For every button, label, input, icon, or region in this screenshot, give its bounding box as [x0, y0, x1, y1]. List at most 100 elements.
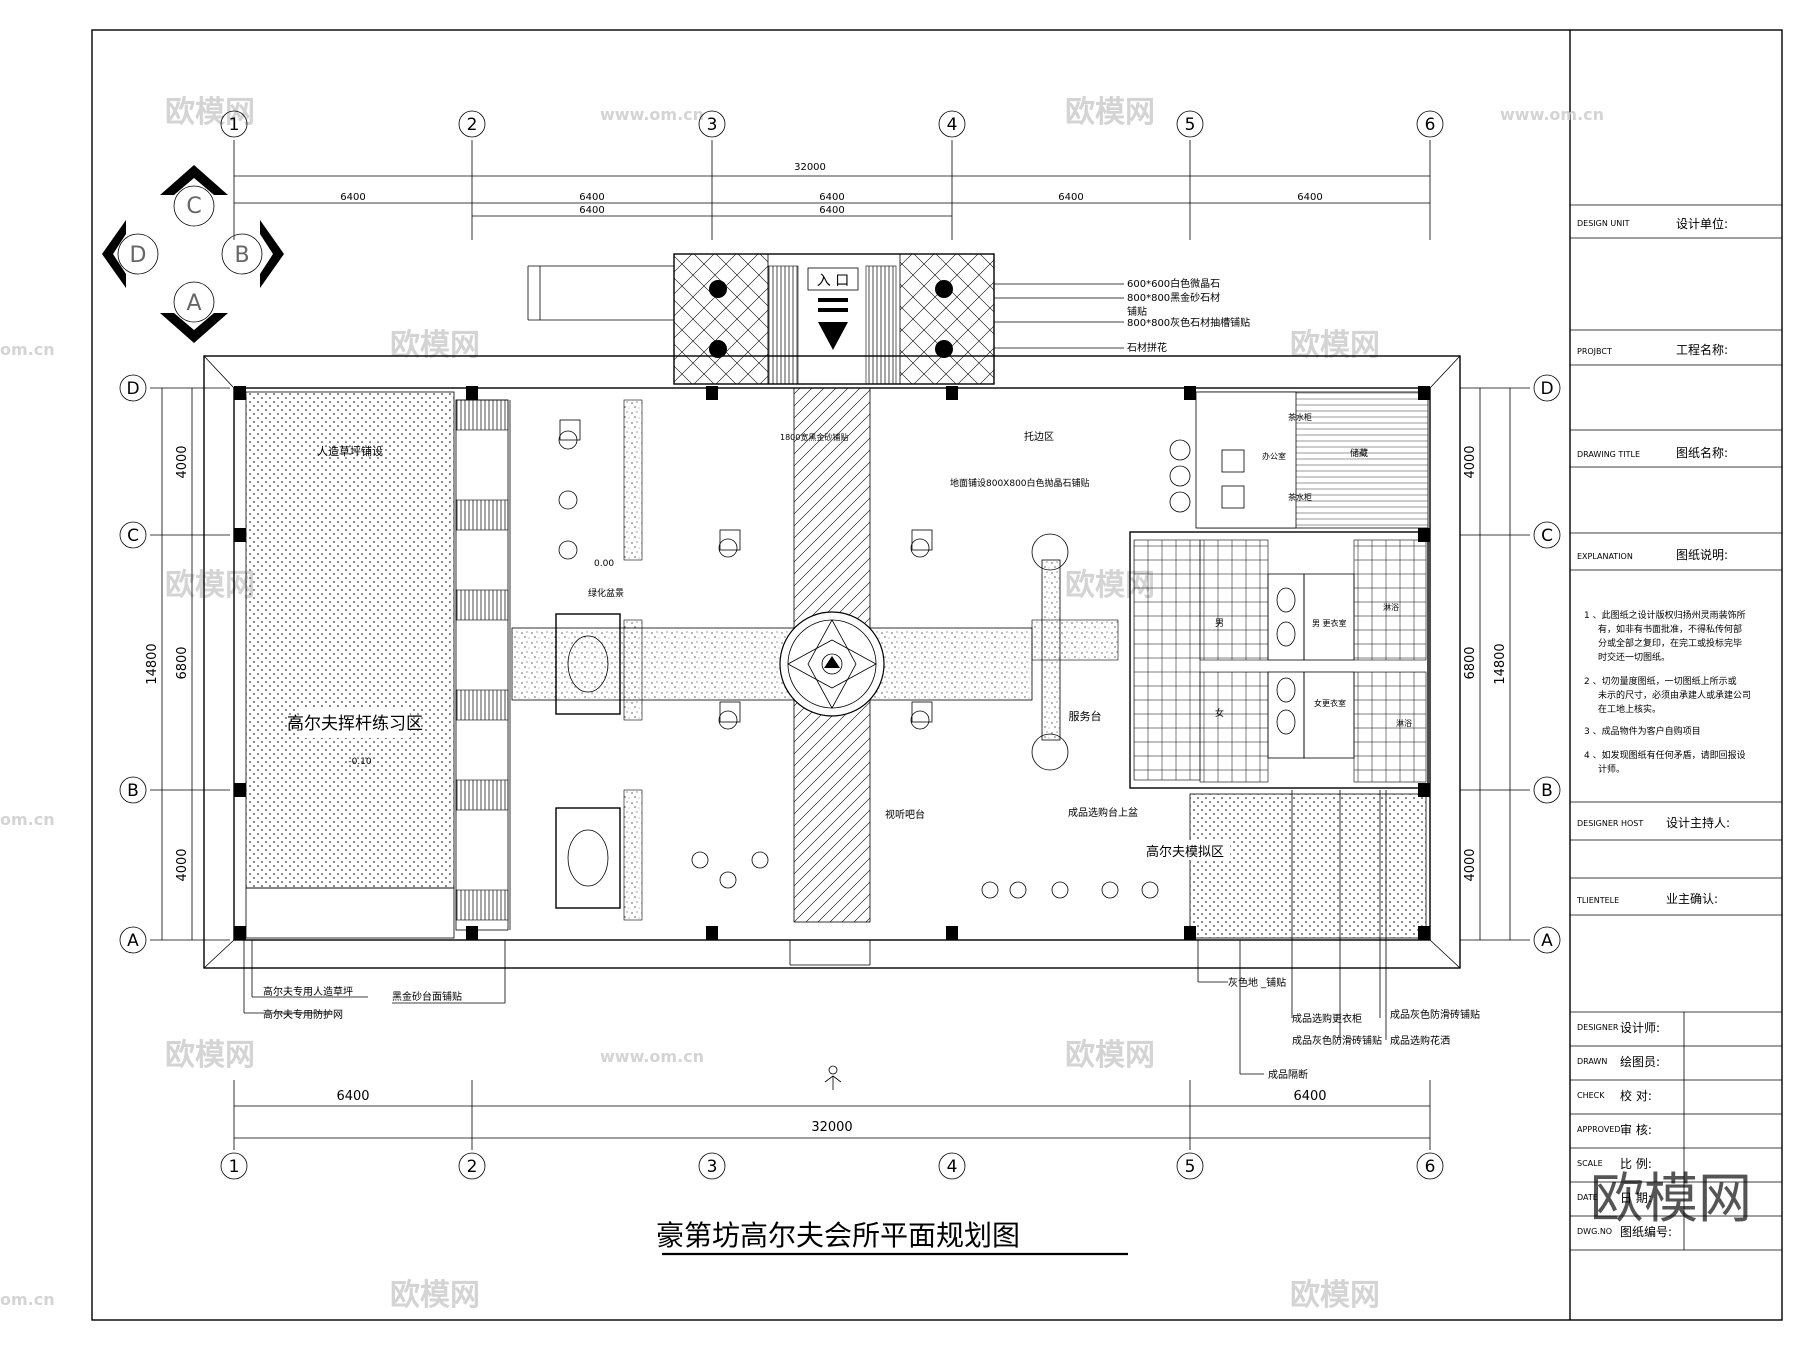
callout-text: 成品灰色防滑砖铺贴 — [1390, 1008, 1480, 1021]
logo-text: 欧模网 — [1590, 1167, 1752, 1230]
compass-label: A — [186, 291, 201, 316]
bottom-dimensions: 6400 6400 32000 — [233, 1080, 1431, 1150]
grid-bubble: 4 — [947, 115, 958, 135]
grid-bubble: 6 — [1425, 1157, 1436, 1177]
arrow-down-icon — [818, 322, 848, 350]
women-label: 女 — [1215, 707, 1224, 719]
simulator-zone: 高尔夫模拟区 — [1140, 793, 1427, 939]
callout-text: 600*600白色微晶石 — [1127, 277, 1220, 290]
dim-total-bottom: 32000 — [811, 1120, 852, 1135]
dim-span: 6400 — [819, 205, 844, 216]
tb-en: TLIENTELE — [1576, 896, 1619, 905]
floor-note: 地面铺设800X800白色抛晶石铺贴 — [950, 477, 1090, 489]
signoff-rows: DESIGNER 设计师: DRAWN 绘图员: CHECK 校 对: APPR… — [1570, 1012, 1782, 1251]
dim-span: 6400 — [336, 1089, 369, 1104]
dim-span: 6400 — [819, 192, 844, 203]
watermark-text: 欧模网 — [1290, 328, 1380, 363]
watermark-text: www.om.cn — [1500, 105, 1604, 124]
dim-span: 6400 — [1297, 192, 1322, 203]
level-label: -0.10 — [348, 757, 372, 767]
watermark-text: 欧模网 — [390, 328, 480, 363]
tb-en: CHECK — [1577, 1091, 1605, 1100]
tb-cn: 设计单位: — [1676, 216, 1728, 231]
callout-text: 高尔夫专用防护网 — [263, 1008, 343, 1021]
grid-bubble: 2 — [467, 1157, 478, 1177]
dim-span: 6800 — [175, 646, 190, 679]
dim-span: 6400 — [579, 192, 604, 203]
callout-text: 成品选购花洒 — [1390, 1034, 1450, 1047]
grid-bubble: 6 — [1425, 115, 1436, 135]
tb-cn: 比 例: — [1620, 1157, 1652, 1171]
right-grid-bubbles: D C B A — [1533, 374, 1561, 954]
top-grid-bubbles: 1 2 3 4 5 6 — [220, 110, 1444, 138]
tb-cn: 设计师: — [1620, 1021, 1660, 1035]
main-door-south — [789, 940, 871, 966]
note-line: 4 、如发现图纸有任何矛盾，请即回报设 — [1584, 749, 1746, 761]
watermark-text: om.cn — [0, 1290, 55, 1309]
callout-text: 灰色地 _铺贴 — [1228, 976, 1286, 989]
grid-bubble: B — [1541, 781, 1553, 801]
top-dimensions: 32000 6400 6400 6400 6400 6400 6400 6400 — [233, 140, 1431, 240]
grid-bubble: 5 — [1185, 115, 1196, 135]
bottom-grid-bubbles: 1 2 3 4 5 6 — [220, 1152, 1444, 1180]
shower-label: 淋浴 — [1383, 602, 1399, 612]
green-label: 绿化盆景 — [588, 587, 624, 599]
callout-text: 黑金砂台面铺贴 — [392, 990, 462, 1003]
watermark-text: 欧模网 — [1065, 1038, 1155, 1073]
grid-bubble: D — [1540, 379, 1553, 399]
watermark-text: 欧模网 — [1290, 1278, 1380, 1313]
dim-span: 4000 — [1463, 445, 1478, 478]
compass-label: C — [186, 194, 201, 219]
tb-en: SCALE — [1577, 1159, 1603, 1168]
compass-icon: C D B A — [102, 165, 284, 343]
driving-range-zone: 人造草坪铺设 高尔夫挥杆练习区 -0.10 — [245, 391, 455, 939]
tb-en: DESIGN UNIT — [1577, 219, 1630, 228]
bottom-right-callouts: 灰色地 _铺贴 成品选购更衣柜 成品灰色防滑砖铺贴 成品灰色防滑砖铺贴 成品选购… — [1197, 790, 1480, 1081]
note-line: 分或全部之复印，在完工或投标完毕 — [1598, 637, 1742, 649]
tb-en: DRAWING TITLE — [1577, 450, 1640, 459]
title-block: DESIGN UNIT 设计单位: PROJBCT 工程名称: DRAWING … — [1570, 204, 1782, 1251]
entrance-lobby: 入 口 — [527, 253, 995, 385]
note-line: 2 、切勿量度图纸，一切图纸上所示或 — [1584, 675, 1737, 687]
dim-span: 4000 — [175, 848, 190, 881]
men-label: 男 — [1215, 618, 1224, 629]
tb-en: DESIGNER — [1577, 1023, 1619, 1032]
women-locker-label: 女更衣室 — [1314, 698, 1346, 708]
grid-bubble: 2 — [467, 115, 478, 135]
tb-en: DESIGNER HOST — [1577, 819, 1643, 828]
dim-span: 6400 — [1058, 192, 1083, 203]
person-icon — [824, 1065, 842, 1090]
grid-bubble: 1 — [229, 1157, 240, 1177]
tb-cn: 图纸编号: — [1620, 1224, 1672, 1239]
note-line: 有，如非有书面批准，不得私传何部 — [1598, 623, 1742, 635]
hitting-bays — [455, 399, 511, 931]
men-locker-label: 男 更衣室 — [1312, 618, 1347, 628]
grid-bubble: 3 — [707, 115, 718, 135]
watermark-text: om.cn — [0, 340, 55, 359]
note-line: 时交还一切图纸。 — [1598, 651, 1670, 663]
dim-span: 6800 — [1463, 646, 1478, 679]
restroom-zone: 男 女 男 更衣室 女更衣室 淋浴 淋浴 — [1129, 531, 1429, 789]
dim-total-side: 14800 — [145, 643, 160, 684]
watermark-text: 欧模网 — [1065, 95, 1155, 130]
dim-span: 4000 — [1463, 848, 1478, 881]
central-stone-band — [511, 387, 1119, 923]
left-grid-bubbles: D C B A — [119, 374, 147, 954]
sofa-set — [555, 399, 643, 921]
callout-text: 成品选购更衣柜 — [1292, 1012, 1362, 1025]
callout-text: 成品灰色防滑砖铺贴 — [1292, 1034, 1382, 1047]
tea-label: 茶水柜 — [1288, 412, 1312, 422]
tb-cn: 审 核: — [1620, 1122, 1652, 1137]
tb-cn: 工程名称: — [1676, 342, 1728, 357]
office-zone: 办公室 储藏 茶水柜 茶水柜 — [1169, 391, 1429, 529]
tb-en: DATE — [1577, 1193, 1598, 1202]
callout-text: 铺贴 — [1127, 305, 1147, 318]
bar-label: 视听吧台 — [885, 808, 925, 821]
callout-text: 石材拼花 — [1127, 341, 1167, 354]
callout-text: 成品隔断 — [1268, 1068, 1308, 1081]
grid-bubble: 5 — [1185, 1157, 1196, 1177]
compass-label: D — [130, 243, 147, 268]
dim-span: 6400 — [579, 205, 604, 216]
rest-area-label: 托边区 — [1024, 430, 1054, 443]
